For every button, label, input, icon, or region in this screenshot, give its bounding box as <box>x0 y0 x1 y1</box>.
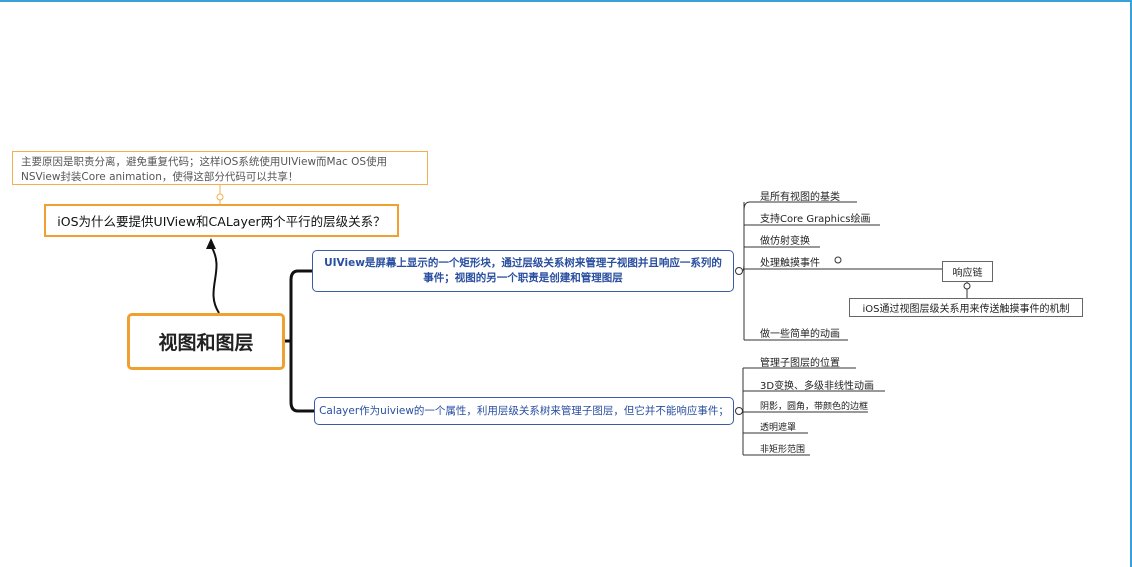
calayer-branch[interactable]: Calayer作为uiview的一个属性，利用层级关系树来管理子图层，但它并不能… <box>314 397 734 425</box>
question-topic[interactable]: iOS为什么要提供UIView和CALayer两个平行的层级关系？ <box>44 204 399 237</box>
uiview-leaf-affine[interactable]: 做仿射变换 <box>760 236 810 247</box>
calayer-leaf-position[interactable]: 管理子图层的位置 <box>760 358 840 369</box>
responder-chain-node[interactable]: 响应链 <box>942 261 993 282</box>
uiview-leaf-animation[interactable]: 做一些简单的动画 <box>760 329 840 340</box>
uiview-leaf-touch-events[interactable]: 处理触摸事件 <box>760 258 820 269</box>
calayer-leaf-shadow-corner[interactable]: 阴影，圆角，带颜色的边框 <box>760 402 869 412</box>
frame-top-border <box>0 0 1132 2</box>
reason-note[interactable]: 主要原因是职责分离，避免重复代码；这样iOS系统使用UIView而Mac OS使… <box>12 151 428 185</box>
root-topic[interactable]: 视图和图层 <box>127 313 285 370</box>
responder-chain-description[interactable]: iOS通过视图层级关系用来传送触摸事件的机制 <box>849 298 1083 317</box>
calayer-leaf-non-rect[interactable]: 非矩形范围 <box>760 445 806 455</box>
frame-right-border <box>1130 0 1132 567</box>
calayer-leaf-3d-transform[interactable]: 3D变换、多级非线性动画 <box>760 381 875 392</box>
uiview-leaf-base-class[interactable]: 是所有视图的基类 <box>760 192 840 203</box>
calayer-leaf-mask[interactable]: 透明遮罩 <box>760 423 797 433</box>
uiview-leaf-core-graphics[interactable]: 支持Core Graphics绘画 <box>760 214 871 225</box>
uiview-branch[interactable]: UIView是屏幕上显示的一个矩形块，通过层级关系树来管理子视图并且响应一系列的… <box>312 250 734 292</box>
